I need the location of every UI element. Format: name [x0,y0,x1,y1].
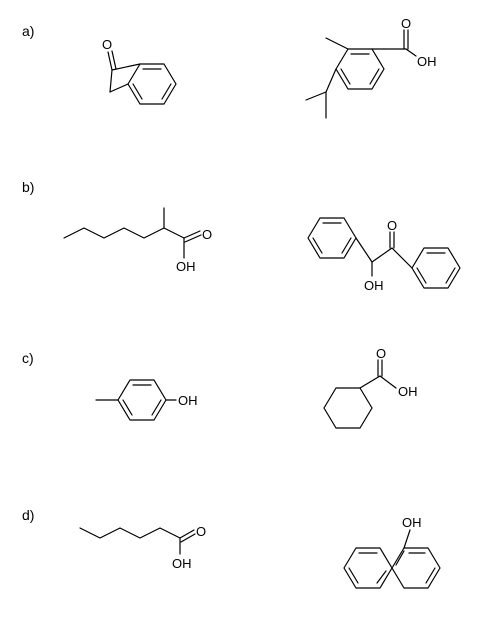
atom-label-OH: OH [402,515,422,530]
atom-label-OH: OH [172,556,192,571]
section-label-b: b) [22,179,34,195]
atom-label-OH: OH [398,384,418,399]
molecule-naphthol: OH [343,515,441,589]
molecule-isopropyl-methyl-benzoic-acid: O OH [305,16,437,119]
section-label-c: c) [22,350,34,366]
atom-label-OH: OH [417,54,437,69]
atom-label-O: O [401,16,411,31]
molecule-hexanoic-acid: O OH [79,524,206,571]
atom-label-OH: OH [178,393,198,408]
molecule-p-cresol: OH [95,379,198,421]
molecule-cyclohexanecarboxylic-acid: O OH [323,346,418,429]
section-label-a: a) [22,23,34,39]
atom-label-O: O [376,346,386,361]
molecule-benzoin: O OH [307,217,461,293]
atom-label-OH: OH [176,259,196,274]
molecule-indanone: O [102,37,177,105]
atom-label-O: O [387,218,397,233]
atom-label-O: O [102,37,112,52]
atom-label-OH: OH [364,278,384,293]
section-label-d: d) [22,507,34,523]
atom-label-O: O [202,227,212,242]
molecule-methyl-octanoic-acid: O OH [63,207,212,274]
atom-label-O: O [196,524,206,539]
